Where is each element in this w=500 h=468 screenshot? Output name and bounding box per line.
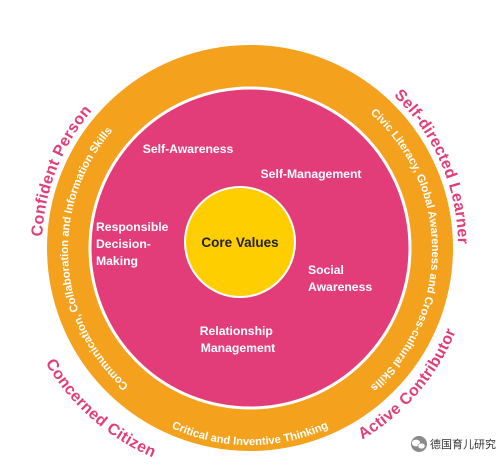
sel-self-awareness: Self-Awareness [143, 142, 234, 156]
sel-relationship-management: Relationship Management [200, 324, 277, 355]
sel-relationship-management-line-2: Management [201, 341, 276, 355]
sel-social-awareness-line-2: Awareness [308, 280, 372, 294]
sel-responsible-line-2: Decision- [96, 237, 151, 251]
watermark-text: 德国育儿研究 [430, 437, 496, 451]
wechat-icon [411, 436, 427, 452]
sel-self-management: Self-Management [261, 167, 362, 181]
sel-responsible-line-3: Making [96, 254, 138, 268]
watermark: 德国育儿研究 [411, 436, 496, 452]
sel-social-awareness-line-1: Social [308, 263, 344, 277]
sel-relationship-management-line-1: Relationship [200, 324, 273, 338]
sel-responsible-line-1: Responsible [96, 220, 169, 234]
core-values-label: Core Values [201, 235, 278, 250]
sel-social-awareness: Social Awareness [308, 263, 372, 294]
sel-responsible-decision-making: Responsible Decision- Making [96, 220, 172, 268]
core-values-circle [184, 186, 296, 298]
